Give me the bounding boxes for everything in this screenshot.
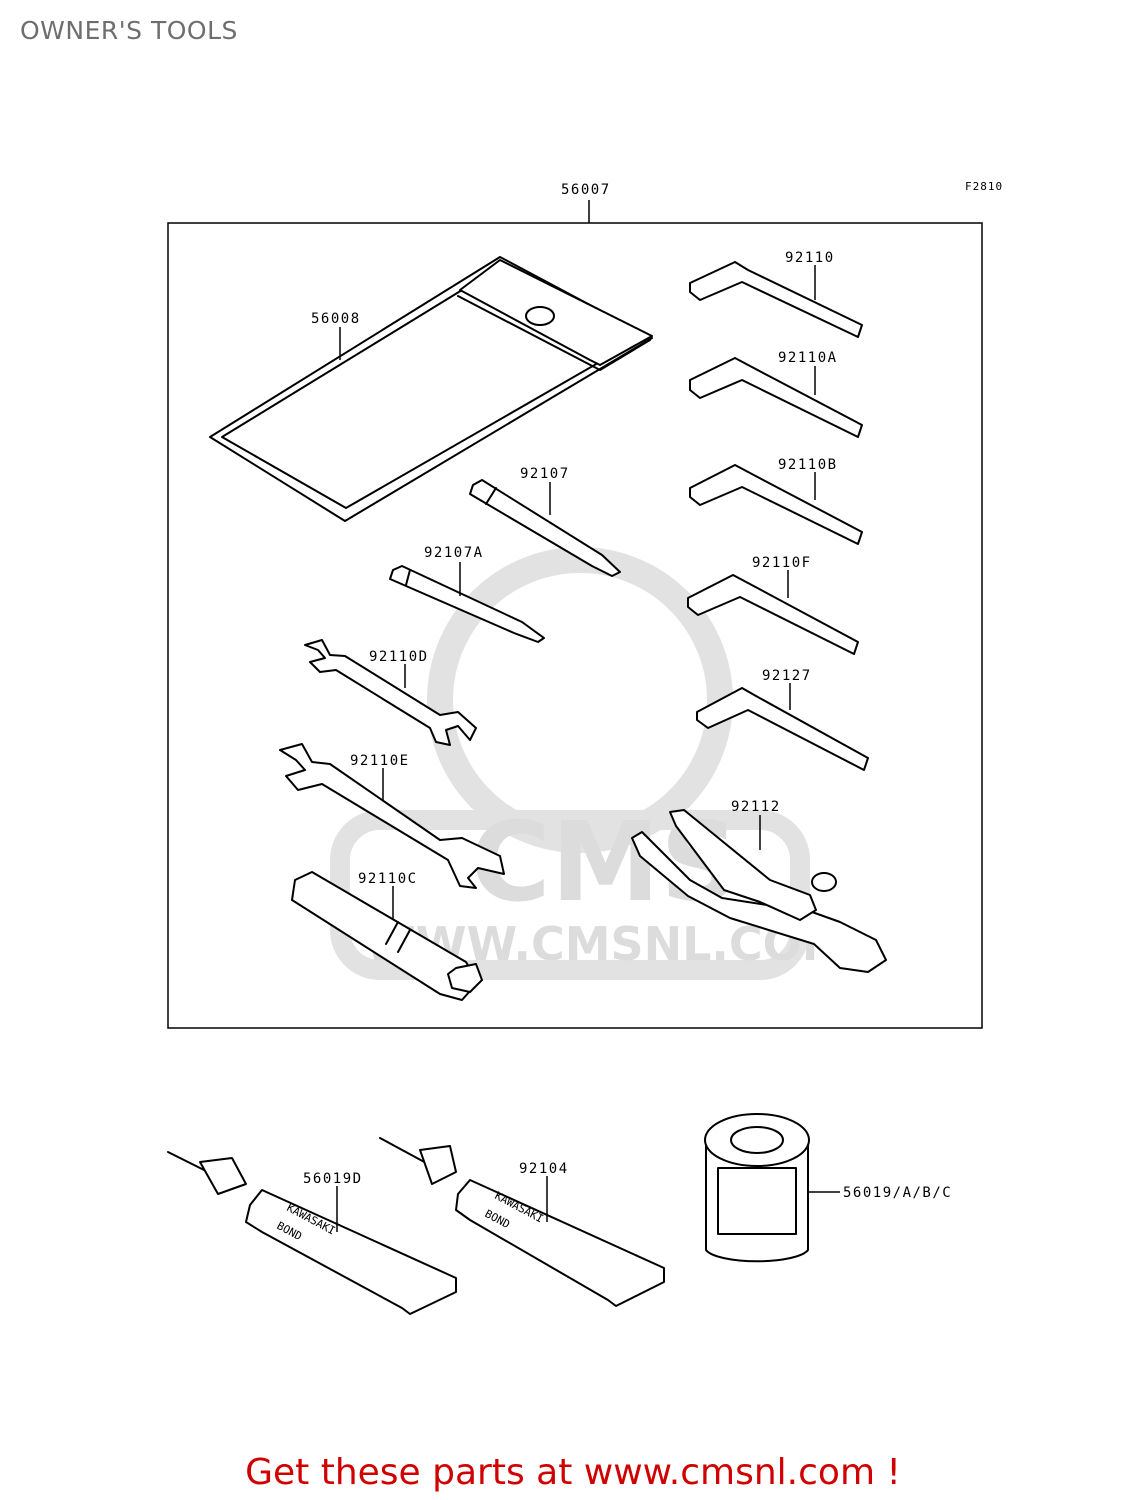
label-hex-key-1: 92110: [785, 250, 835, 266]
oil-filter: [704, 1113, 810, 1263]
hex-key-2: [689, 357, 863, 438]
label-hex-key-2: 92110A: [778, 350, 838, 366]
hex-key-5: [696, 687, 869, 771]
cta-banner[interactable]: Get these parts at www.cmsnl.com !: [245, 1452, 901, 1493]
label-kit: 56007: [561, 182, 611, 198]
label-screwdriver-1: 92107: [520, 466, 570, 482]
plug-wrench: [291, 871, 483, 1001]
figure-code: F2810: [965, 180, 1003, 193]
label-plug-wrench: 92110C: [358, 871, 418, 887]
screwdriver-2: [389, 565, 545, 643]
label-wrench-1: 92110D: [369, 649, 429, 665]
label-screwdriver-2: 92107A: [424, 545, 484, 561]
watermark-brand: CMS: [470, 798, 739, 926]
label-hex-key-4: 92110F: [752, 555, 812, 571]
label-bond-2: 92104: [519, 1161, 569, 1177]
hex-key-3: [689, 464, 863, 545]
label-hex-key-3: 92110B: [778, 457, 838, 473]
screwdriver-1: [469, 479, 621, 577]
page-title: OWNER'S TOOLS: [20, 16, 238, 45]
label-pliers: 92112: [731, 799, 781, 815]
label-bond-1: 56019D: [303, 1171, 363, 1187]
wrench-2: [279, 743, 505, 889]
hex-key-1: [689, 261, 863, 338]
hex-key-4: [687, 574, 859, 655]
label-pouch: 56008: [311, 311, 361, 327]
wrench-1: [304, 639, 477, 746]
tool-pouch: [209, 256, 653, 522]
kit-frame: [167, 222, 983, 1029]
label-oil-filter: 56019/A/B/C: [843, 1185, 952, 1201]
pliers: [631, 809, 887, 973]
bond-tube-1: KAWASAKI BOND: [167, 1151, 457, 1315]
label-hex-key-5: 92127: [762, 668, 812, 684]
label-wrench-2: 92110E: [350, 753, 410, 769]
